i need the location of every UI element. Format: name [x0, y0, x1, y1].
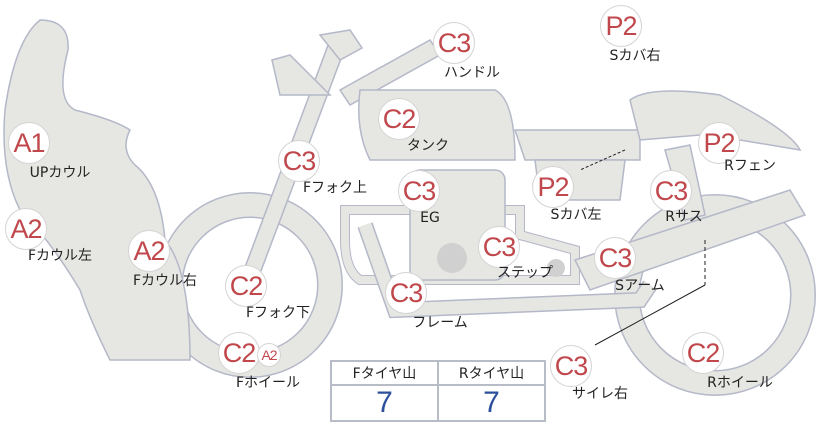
part-label: Fフォク上	[302, 180, 368, 196]
part-label: ハンドル	[444, 65, 500, 81]
grade-badge: C3	[385, 272, 427, 314]
front-tire-value: 7	[330, 384, 439, 422]
part-label: Rサス	[665, 209, 703, 225]
grade-badge: A1	[8, 122, 50, 164]
part-label: Sカバ左	[550, 207, 602, 223]
part-label: Fカウル左	[27, 248, 93, 264]
grade-badge: A2	[5, 208, 47, 250]
grade-badge: P2	[532, 166, 574, 208]
grade-badge: C2	[225, 265, 267, 307]
part-label: Sカバ右	[609, 48, 661, 64]
grade-badge: C2	[218, 332, 260, 374]
grade-badge: C3	[278, 140, 320, 182]
rear-tire-value: 7	[437, 384, 546, 422]
part-label: Fホイール	[235, 375, 301, 391]
part-label: Rフェン	[724, 158, 776, 174]
grade-badge: P2	[600, 5, 642, 47]
grade-badge: C2	[378, 98, 420, 140]
grade-badge: C3	[594, 237, 636, 279]
part-label: フレーム	[412, 315, 468, 331]
grade-badge: C3	[398, 170, 440, 212]
part-label: Sアーム	[615, 278, 665, 294]
secondary-grade-badge: A2	[257, 343, 281, 367]
part-label: EG	[420, 210, 440, 226]
part-label: タンク	[407, 138, 449, 154]
part-label: UPカウル	[29, 165, 91, 181]
grade-badge: P2	[698, 122, 740, 164]
grade-badge: C3	[433, 22, 475, 64]
rear-tire-header: Rタイヤ山	[437, 360, 546, 386]
part-label: Rホイール	[707, 375, 773, 391]
part-label: ステップ	[497, 265, 553, 281]
part-label: Fフォク下	[245, 305, 311, 321]
tire-tread-table: Fタイヤ山 Rタイヤ山 7 7	[330, 360, 546, 422]
grade-badge: C3	[550, 345, 592, 387]
grade-badge: A2	[128, 230, 170, 272]
part-label: Fカウル右	[132, 273, 198, 289]
grade-badge: C3	[478, 226, 520, 268]
part-label: サイレ右	[572, 386, 628, 402]
front-tire-header: Fタイヤ山	[330, 360, 439, 386]
grade-badge: C3	[650, 170, 692, 212]
grade-badge: C2	[682, 332, 724, 374]
